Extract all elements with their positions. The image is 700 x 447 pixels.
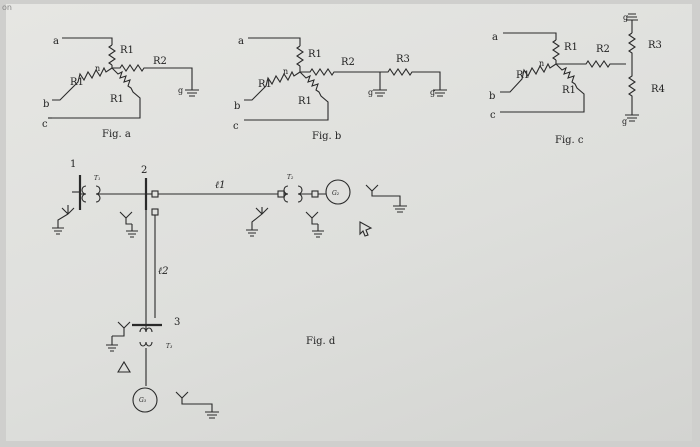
fig-b-terminal-b: b [234, 101, 240, 112]
fig-a-node-g: g [178, 86, 183, 95]
fig-b-caption: Fig. b [312, 131, 341, 142]
fig-b-r1-bottom-label: R1 [298, 96, 312, 107]
fig-d-t2-wye-right [305, 211, 319, 225]
fig-c-node-g-top: g [623, 13, 628, 22]
fig-a: a b c n g R1 R2 R1 R1 Fig. a [42, 36, 199, 140]
fig-d-ground-t1-left [52, 227, 64, 235]
fig-d-ground-t2-right [312, 224, 324, 238]
fig-b-resistor-r1-left [244, 70, 301, 101]
fig-a-terminal-c: c [42, 119, 48, 130]
fig-b-node-n: n [283, 67, 288, 76]
fig-d: 1 2 3 ℓ1 ℓ2 T₁ T₂ T₃ G₂ G₃ Fig. d [52, 159, 407, 419]
fig-d-caption: Fig. d [306, 336, 336, 347]
fig-d-ground-t3-left [106, 336, 118, 352]
fig-c-node-g-bottom: g [622, 117, 627, 126]
fig-c-caption: Fig. c [555, 135, 584, 146]
fig-d-breaker-bus2-line1 [151, 190, 159, 198]
fig-b: a b c n g g R1 R2 R3 R1 R1 Fig. b [233, 36, 447, 142]
fig-c-r3-label: R3 [648, 40, 662, 51]
fig-d-t3-wye-left [112, 321, 131, 337]
fig-b-ground-g2 [433, 86, 447, 97]
fig-b-resistor-r3 [380, 68, 441, 86]
fig-c-wire-a [503, 32, 557, 40]
fig-b-r1-left-label: R1 [258, 79, 272, 90]
fig-d-ground-g3 [205, 411, 219, 419]
fig-b-wire-a [248, 37, 301, 46]
fig-b-terminal-c: c [233, 121, 239, 132]
fig-d-breaker-bus2-line2 [151, 208, 159, 216]
fig-c-resistor-r4 [628, 64, 636, 110]
fig-d-breaker-g2 [311, 190, 319, 198]
fig-c-r1-top-label: R1 [564, 42, 578, 53]
fig-d-t3-winding-bottom [139, 341, 153, 347]
fig-c: a b c n g g R1 R2 R3 R4 R1 R1 Fig. c [489, 13, 665, 146]
fig-c-ground-g-bottom [625, 110, 639, 122]
fig-d-cursor-arrow [359, 221, 373, 237]
fig-b-r2-label: R2 [341, 57, 355, 68]
fig-b-ground-g1 [373, 86, 387, 97]
fig-c-r2-label: R2 [596, 44, 610, 55]
fig-d-ground-t2-left [246, 229, 258, 237]
fig-d-generator-g2 [325, 179, 351, 205]
fig-b-r1-top-label: R1 [308, 49, 322, 60]
fig-a-node-n: n [95, 64, 100, 73]
fig-d-ground-g2 [393, 205, 407, 213]
fig-d-ground-t1-right [126, 224, 138, 238]
fig-d-t3-label: T₃ [166, 343, 173, 350]
fig-a-terminal-a: a [53, 36, 59, 47]
fig-d-line2-label: ℓ2 [158, 266, 169, 277]
fig-d-g3-label: G₃ [139, 397, 147, 404]
fig-b-terminal-a: a [238, 36, 244, 47]
fig-b-node-g2: g [430, 88, 435, 97]
fig-d-line1-label: ℓ1 [215, 180, 226, 191]
fig-c-terminal-b: b [489, 91, 495, 102]
fig-c-r4-label: R4 [651, 84, 665, 95]
fig-a-r1-bottom-label: R1 [110, 94, 124, 105]
fig-d-t1-wye-right [119, 211, 133, 225]
fig-d-t2-label: T₂ [287, 174, 294, 181]
fig-a-resistor-r1-bottom [52, 67, 141, 119]
fig-b-resistor-r1-bottom [244, 71, 329, 121]
fig-d-generator-g3 [132, 387, 158, 413]
fig-b-resistor-r1-top [296, 45, 304, 67]
fig-c-resistor-r2 [556, 60, 626, 68]
fig-a-resistor-r2 [112, 64, 193, 84]
fig-a-resistor-r1-left [52, 66, 113, 101]
fig-b-r3-label: R3 [396, 54, 410, 65]
fig-a-r1-top-label: R1 [120, 45, 134, 56]
fig-c-terminal-c: c [490, 110, 496, 121]
fig-d-t3-delta [117, 360, 131, 373]
fig-c-resistor-r1-left [500, 62, 557, 93]
fig-b-node-g1: g [368, 88, 373, 97]
fig-d-bus1-label: 1 [70, 159, 76, 170]
fig-d-breaker-t2 [277, 190, 285, 198]
fig-a-r2-label: R2 [153, 56, 167, 67]
fig-c-resistor-r1-top [552, 39, 560, 61]
fig-c-ground-g-top [626, 13, 638, 24]
fig-d-t2-wye-left [251, 207, 269, 230]
fig-d-g3-wye [175, 391, 213, 412]
fig-d-t1-wye-left [57, 205, 75, 228]
fig-a-ground-g [185, 84, 199, 97]
fig-c-terminal-a: a [492, 32, 498, 43]
fig-d-bus2-label: 2 [141, 165, 147, 176]
fig-b-resistor-r2 [300, 68, 380, 76]
fig-d-bus3-label: 3 [174, 317, 180, 328]
fig-a-wire-a [62, 37, 113, 45]
fig-a-resistor-r1-top [108, 44, 116, 66]
fig-a-terminal-b: b [43, 99, 49, 110]
fig-d-g2-label: G₂ [332, 190, 340, 197]
fig-a-caption: Fig. a [102, 129, 131, 140]
fig-d-g2-wye [365, 184, 401, 206]
fig-d-t3-winding-top [139, 327, 153, 333]
corner-text: on [2, 3, 12, 12]
fig-c-node-n: n [539, 59, 544, 68]
fig-d-t1-label: T₁ [94, 175, 100, 182]
fig-c-r1-bottom-label: R1 [562, 85, 576, 96]
fig-c-resistor-r3 [628, 32, 636, 64]
fig-c-resistor-r1-bottom [500, 63, 585, 113]
